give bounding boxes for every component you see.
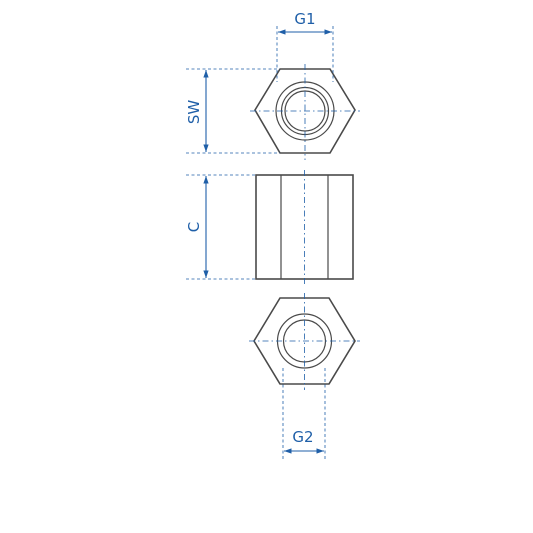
- c-dimension: C: [185, 174, 256, 280]
- side-view: [255, 170, 354, 284]
- g1-dimension: G1: [276, 10, 334, 82]
- sw-label: SW: [185, 100, 203, 125]
- c-label: C: [185, 222, 203, 232]
- g2-dimension: G2: [282, 368, 326, 459]
- bottom-hex-view: [249, 293, 360, 390]
- sw-dimension: SW: [185, 68, 280, 154]
- g2-label: G2: [292, 428, 313, 446]
- top-hex-view: [250, 64, 360, 160]
- g1-label: G1: [294, 10, 315, 28]
